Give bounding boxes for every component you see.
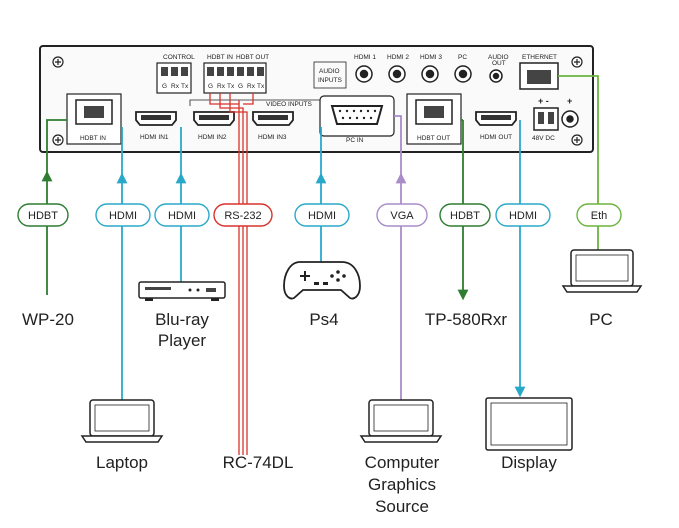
hdbt-in-port[interactable] — [66, 93, 122, 145]
ethernet-label: ETHERNET — [522, 54, 557, 61]
switcher-rear-panel: CONTROL G Rx Tx HDBT IN HDBT OUT G Rx Tx… — [39, 45, 594, 153]
hdbt-pin-5: Rx — [247, 83, 256, 90]
svg-text:HDMI: HDMI — [168, 210, 196, 222]
signal-pill-eth: Eth — [576, 203, 622, 227]
hdmi-in1-port[interactable] — [135, 111, 177, 126]
device-label-laptop: Laptop — [96, 453, 148, 472]
control-pin-g: G — [162, 83, 167, 90]
video-inputs-label: VIDEO INPUTS — [266, 101, 313, 108]
hdbt-pin-6: Tx — [257, 83, 265, 90]
hdbt-pin-1: G — [208, 83, 213, 90]
hdmi-out-label: HDMI OUT — [480, 134, 512, 141]
control-label: CONTROL — [163, 54, 195, 61]
svg-text:HDMI: HDMI — [308, 210, 336, 222]
hdbt-out-port[interactable] — [406, 93, 462, 145]
device-label-wp20: WP-20 — [22, 310, 74, 329]
svg-text:HDBT: HDBT — [450, 210, 480, 222]
hdmi-in3-label: HDMI IN3 — [258, 134, 287, 141]
audio-inputs-label-line1: AUDIO — [319, 68, 340, 75]
hdmi-in1-label: HDMI IN1 — [140, 134, 169, 141]
power-jack-icon[interactable] — [561, 110, 579, 128]
signal-pill-hdbt-in: HDBT — [17, 203, 69, 227]
ethernet-port[interactable] — [519, 62, 559, 90]
device-label-ps4: Ps4 — [309, 310, 338, 329]
audio-out-jack-icon[interactable] — [489, 69, 503, 83]
audio-out-label-line1: AUDIO — [488, 54, 509, 61]
hdbt-rs232-terminal-block[interactable] — [203, 62, 267, 94]
bluray-player-icon — [138, 281, 226, 301]
signal-pill-vga: VGA — [376, 203, 428, 227]
device-label-pc: PC — [589, 310, 613, 329]
control-pin-rx: Rx — [171, 83, 180, 90]
game-controller-icon — [283, 261, 361, 300]
pc-in-label: PC IN — [346, 137, 364, 144]
hdbt-pin-4: G — [238, 83, 243, 90]
hdmi-in3-port[interactable] — [252, 111, 294, 126]
device-label-cgs-line2: Graphics — [368, 475, 436, 494]
audio-pc-label: PC — [458, 54, 467, 61]
hdbt-pin-2: Rx — [217, 83, 226, 90]
audio-hdmi2-label: HDMI 2 — [387, 54, 409, 61]
power-polarity-left: + - — [538, 96, 549, 106]
hdbt-in-port-label: HDBT IN — [80, 135, 106, 142]
device-label-cgs-line3: Source — [375, 497, 429, 516]
power-polarity-right: + — [567, 96, 572, 106]
hdbt-out-terminal-label: HDBT OUT — [236, 54, 269, 61]
hdbt-in-terminal-label: HDBT IN — [207, 54, 233, 61]
svg-text:HDMI: HDMI — [509, 210, 537, 222]
pc-in-vga-port[interactable] — [319, 95, 395, 137]
svg-text:Eth: Eth — [591, 210, 608, 222]
device-label-bluray-line1: Blu-ray — [155, 310, 209, 329]
hdbt-in-cable-run — [46, 119, 67, 176]
device-label-tp580: TP-580Rxr — [425, 310, 508, 329]
control-pin-tx: Tx — [181, 83, 189, 90]
svg-text:HDMI: HDMI — [109, 210, 137, 222]
svg-text:HDBT: HDBT — [28, 210, 58, 222]
device-label-display: Display — [501, 453, 557, 472]
audio-input-jack-icon[interactable] — [355, 65, 472, 83]
hdmi-out-port[interactable] — [475, 111, 517, 126]
device-label-bluray-line2: Player — [158, 331, 207, 350]
pc-laptop-icon — [561, 249, 643, 293]
audio-hdmi3-label: HDMI 3 — [420, 54, 442, 61]
audio-hdmi1-label: HDMI 1 — [354, 54, 376, 61]
audio-out-label-line2: OUT — [492, 60, 506, 67]
hdbt-pin-3: Tx — [227, 83, 235, 90]
svg-text:RS-232: RS-232 — [224, 210, 261, 222]
screw-icon — [52, 56, 583, 146]
display-icon — [485, 397, 573, 451]
signal-pill-hdbt-out: HDBT — [439, 203, 491, 227]
ethernet-cable — [558, 75, 599, 250]
signal-pill-hdmi-1: HDMI — [95, 203, 151, 227]
control-terminal-block[interactable] — [156, 62, 192, 94]
signal-pill-rs232: RS-232 — [213, 203, 273, 227]
svg-text:VGA: VGA — [390, 210, 414, 222]
device-label-cgs-line1: Computer — [365, 453, 440, 472]
signal-pill-hdmi-2: HDMI — [154, 203, 210, 227]
rs232-cable — [209, 93, 254, 455]
audio-inputs-label-line2: INPUTS — [318, 77, 343, 84]
hdmi-in2-port[interactable] — [193, 111, 235, 126]
device-label-rc74dl: RC-74DL — [223, 453, 294, 472]
signal-pill-hdmi-3: HDMI — [294, 203, 350, 227]
power-label: 48V DC — [532, 135, 555, 142]
hdmi-in2-label: HDMI IN2 — [198, 134, 227, 141]
signal-pill-hdmi-out: HDMI — [495, 203, 551, 227]
hdbt-out-port-label: HDBT OUT — [417, 135, 450, 142]
laptop-icon — [80, 399, 164, 443]
computer-graphics-source-laptop-icon — [359, 399, 443, 443]
power-terminal-block[interactable] — [533, 107, 559, 131]
